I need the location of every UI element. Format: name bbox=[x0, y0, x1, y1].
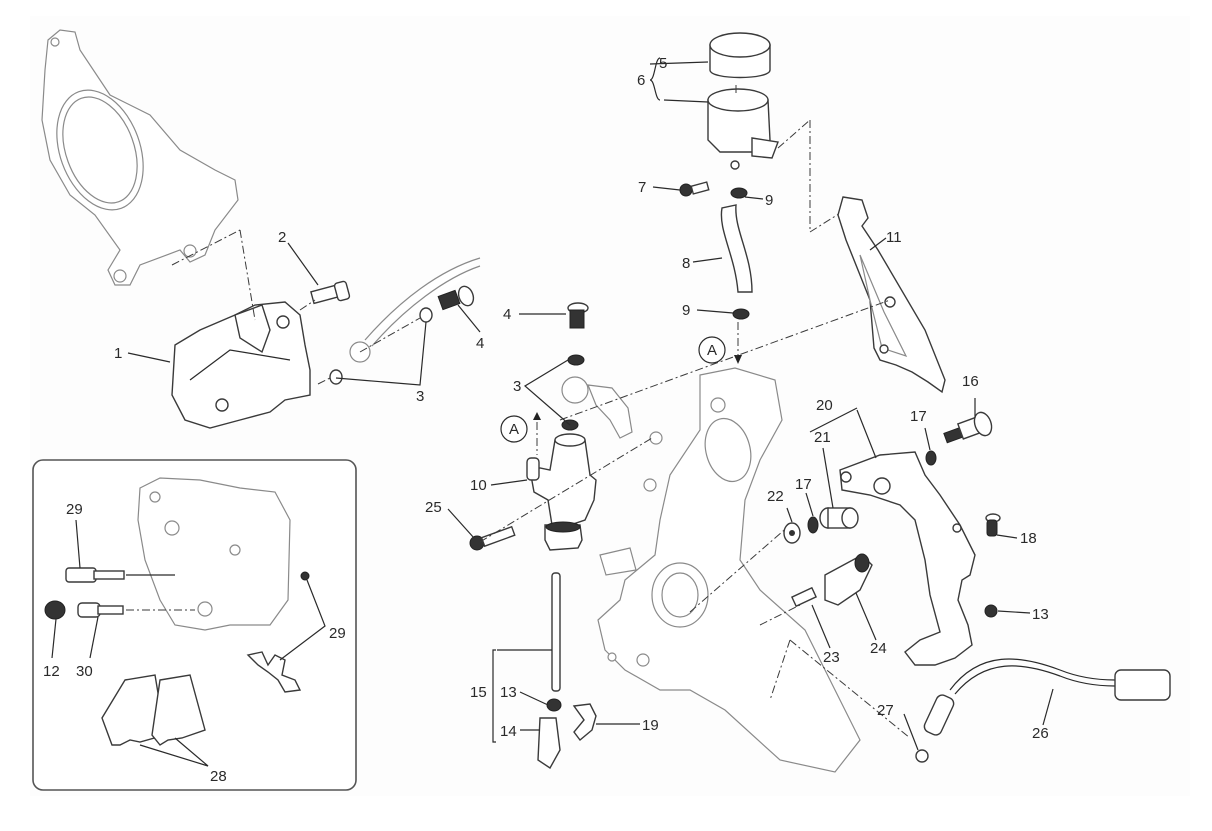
callout-28: 28 bbox=[210, 768, 227, 785]
mc-washer-upper bbox=[567, 354, 585, 366]
callout-21: 21 bbox=[814, 429, 831, 446]
return-spring bbox=[824, 553, 873, 606]
pedal-nut bbox=[984, 604, 998, 618]
callout-18: 18 bbox=[1020, 530, 1037, 547]
brake-caliper bbox=[171, 301, 311, 429]
hose-clamp-upper bbox=[730, 187, 748, 199]
pad-pin bbox=[65, 567, 97, 583]
callout-15: 15 bbox=[470, 684, 487, 701]
caliper-bolt bbox=[310, 280, 351, 305]
diagram-canvas: A A bbox=[30, 16, 1190, 796]
callout-6: 6 bbox=[637, 72, 645, 89]
callout-27: 27 bbox=[877, 702, 894, 719]
caliper-bracket bbox=[41, 29, 239, 286]
leader-lines bbox=[51, 61, 1054, 767]
reference-mark-a-reservoir: A bbox=[698, 336, 726, 364]
callout-4: 4 bbox=[503, 306, 511, 323]
spring-pin bbox=[790, 586, 818, 608]
pushrod bbox=[551, 572, 561, 692]
washer-17-inner bbox=[807, 516, 819, 534]
callout-4: 4 bbox=[476, 335, 484, 352]
master-cylinder-bolt bbox=[469, 525, 516, 551]
pad-pin-shaft bbox=[93, 570, 125, 580]
bleed-cap bbox=[44, 600, 66, 620]
callout-23: 23 bbox=[823, 649, 840, 666]
callout-24: 24 bbox=[870, 640, 887, 657]
washer-upper bbox=[419, 307, 433, 323]
reservoir-screw-head bbox=[679, 183, 693, 197]
banjo-bolt-caliper bbox=[437, 285, 475, 311]
arrow-up-icon bbox=[533, 412, 541, 420]
callout-1: 1 bbox=[114, 345, 122, 362]
callout-11: 11 bbox=[886, 229, 902, 246]
reservoir-body bbox=[707, 88, 779, 170]
reference-label: A bbox=[707, 342, 717, 359]
hose-clamp-lower bbox=[732, 308, 750, 320]
inset-caliper bbox=[137, 477, 291, 631]
reference-mark-a-master-cylinder: A bbox=[500, 415, 528, 443]
reservoir-hose bbox=[720, 204, 753, 293]
footrest-hanger bbox=[597, 367, 861, 773]
callout-22: 22 bbox=[767, 488, 784, 505]
callout-9: 9 bbox=[682, 302, 690, 319]
pedal-pin bbox=[985, 513, 1001, 537]
callout-14: 14 bbox=[500, 723, 517, 740]
pivot-bolt bbox=[943, 411, 993, 444]
callout-20: 20 bbox=[816, 397, 833, 414]
mc-banjo-fitting bbox=[561, 376, 589, 404]
switch-nut bbox=[915, 749, 929, 763]
callout-19: 19 bbox=[642, 717, 659, 734]
arrow-down-icon bbox=[734, 355, 742, 364]
bushing bbox=[819, 507, 859, 529]
brake-pedal bbox=[839, 451, 976, 666]
callout-13: 13 bbox=[500, 684, 517, 701]
washer-lower bbox=[329, 369, 343, 385]
callout-16: 16 bbox=[962, 373, 979, 390]
callout-3: 3 bbox=[416, 388, 424, 405]
reservoir-cap bbox=[709, 32, 771, 79]
pad-spring bbox=[246, 651, 302, 693]
callout-26: 26 bbox=[1032, 725, 1049, 742]
callout-9: 9 bbox=[765, 192, 773, 209]
callout-2: 2 bbox=[278, 229, 286, 246]
callout-7: 7 bbox=[638, 179, 646, 196]
callout-25: 25 bbox=[425, 499, 442, 516]
pad-pin-clip bbox=[300, 571, 310, 581]
callout-17: 17 bbox=[795, 476, 812, 493]
exploded-diagram: A A bbox=[32, 29, 1171, 791]
callout-12: 12 bbox=[43, 663, 60, 680]
callout-30: 30 bbox=[76, 663, 93, 680]
callout-labels: 1 2 3 4 4 3 5 6 7 9 8 9 10 11 25 15 13 1… bbox=[43, 55, 1049, 785]
banjo-bolt-mc bbox=[567, 302, 589, 329]
callout-17: 17 bbox=[910, 408, 927, 425]
master-cylinder bbox=[526, 433, 597, 551]
washer-22-hole bbox=[789, 530, 795, 536]
clevis-clip bbox=[572, 703, 597, 742]
callout-29: 29 bbox=[66, 501, 83, 518]
callout-5: 5 bbox=[659, 55, 667, 72]
clevis bbox=[537, 717, 561, 770]
reservoir-screw bbox=[690, 181, 710, 195]
callout-3: 3 bbox=[513, 378, 521, 395]
bleed-valve bbox=[77, 602, 101, 618]
brake-light-switch bbox=[923, 658, 1171, 736]
washer-17-outer bbox=[925, 450, 937, 466]
callout-10: 10 bbox=[470, 477, 487, 494]
callout-13: 13 bbox=[1032, 606, 1049, 623]
callout-8: 8 bbox=[682, 255, 690, 272]
callout-29: 29 bbox=[329, 625, 346, 642]
bleed-valve-tip bbox=[97, 605, 124, 615]
heel-guard-bracket bbox=[837, 196, 946, 394]
reference-label: A bbox=[509, 421, 519, 438]
pushrod-nut bbox=[546, 698, 562, 712]
brake-pads bbox=[101, 674, 206, 746]
brace-6 bbox=[649, 57, 661, 101]
